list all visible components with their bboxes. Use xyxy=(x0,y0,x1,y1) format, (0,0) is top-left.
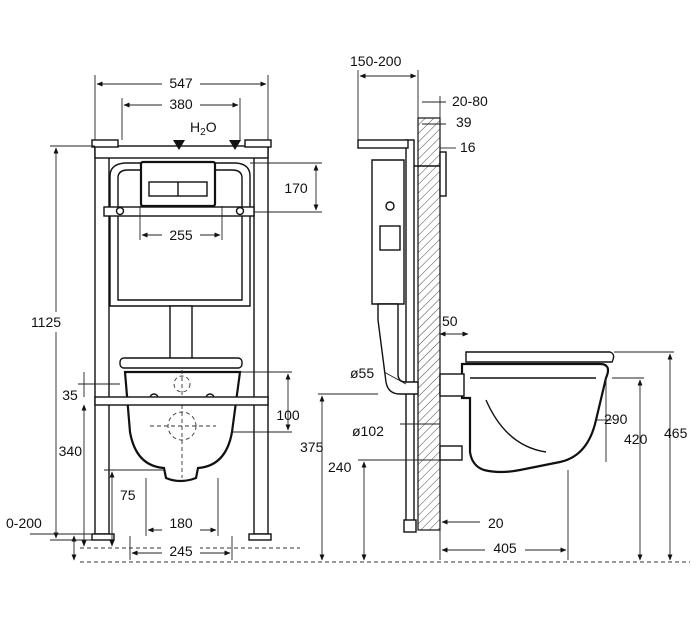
bolt-right xyxy=(235,206,245,216)
wc-bowl xyxy=(123,370,242,483)
lower-crossbar xyxy=(94,396,269,406)
dim-1125: 1125 xyxy=(31,314,61,330)
dim-dia55-line xyxy=(383,371,407,385)
dim-dia102: ø102 xyxy=(352,423,384,439)
side-seat xyxy=(465,351,615,363)
dim-20: 20 xyxy=(488,515,504,531)
side-wc-bowl xyxy=(460,362,610,474)
dim-255: 255 xyxy=(169,227,193,243)
side-cistern-valve xyxy=(379,225,401,251)
dim-170: 170 xyxy=(284,180,308,196)
side-cistern-fitting xyxy=(385,201,395,211)
dim-180: 180 xyxy=(169,515,193,531)
dim-0-200: 0-200 xyxy=(6,515,42,531)
dim-16: 16 xyxy=(460,139,476,155)
dim-dia55: ø55 xyxy=(350,365,374,381)
drain-outlet-circle xyxy=(167,411,197,441)
side-drain-pipe xyxy=(377,303,419,395)
dim-50: 50 xyxy=(442,313,458,329)
seat-lid xyxy=(119,357,243,369)
dim-405: 405 xyxy=(493,540,517,556)
side-top-bracket xyxy=(357,139,409,149)
mounting-bar xyxy=(103,206,255,217)
foot-left xyxy=(91,533,115,541)
dim-245: 245 xyxy=(169,543,193,559)
drain-pipe xyxy=(169,305,193,363)
side-mounting-block xyxy=(439,373,465,397)
bolt-left xyxy=(115,206,125,216)
side-flush-plate xyxy=(439,151,447,197)
dim-150-200: 150-200 xyxy=(350,53,402,69)
side-bowl-trap xyxy=(485,399,547,453)
frame-right-post xyxy=(253,145,269,535)
top-bracket-right xyxy=(244,139,272,148)
frame-top-rail xyxy=(94,145,269,159)
dim-240: 240 xyxy=(328,459,352,475)
dim-20-80: 20-80 xyxy=(452,93,488,109)
cistern-inner xyxy=(117,169,243,301)
h2o-label: H2O xyxy=(190,119,217,138)
side-lower-block xyxy=(439,445,463,461)
top-bracket-left xyxy=(91,139,119,148)
side-view: 150-200 20-80 39 16 50 ø55 ø102 375 240 … xyxy=(300,53,688,561)
dim-340: 340 xyxy=(59,443,83,459)
front-view: 547 380 H2O 170 255 1125 35 34 xyxy=(6,74,690,563)
side-foot xyxy=(403,519,417,533)
inlet-circle xyxy=(173,375,191,393)
water-inlet-marker-right xyxy=(229,140,241,150)
dim-39: 39 xyxy=(456,114,472,130)
dim-290: 290 xyxy=(604,411,628,427)
dim-375: 375 xyxy=(300,439,324,455)
dim-75: 75 xyxy=(120,487,136,503)
wall-section xyxy=(417,117,441,531)
dim-100: 100 xyxy=(276,407,300,423)
dim-35: 35 xyxy=(62,387,78,403)
dim-547: 547 xyxy=(169,75,193,91)
water-inlet-marker-left xyxy=(173,140,185,150)
foot-right xyxy=(248,533,272,541)
dim-420: 420 xyxy=(624,431,648,447)
side-frame-post xyxy=(405,139,415,531)
dim-380: 380 xyxy=(169,96,193,112)
frame-left-post xyxy=(94,145,110,535)
dim-465: 465 xyxy=(664,425,688,441)
